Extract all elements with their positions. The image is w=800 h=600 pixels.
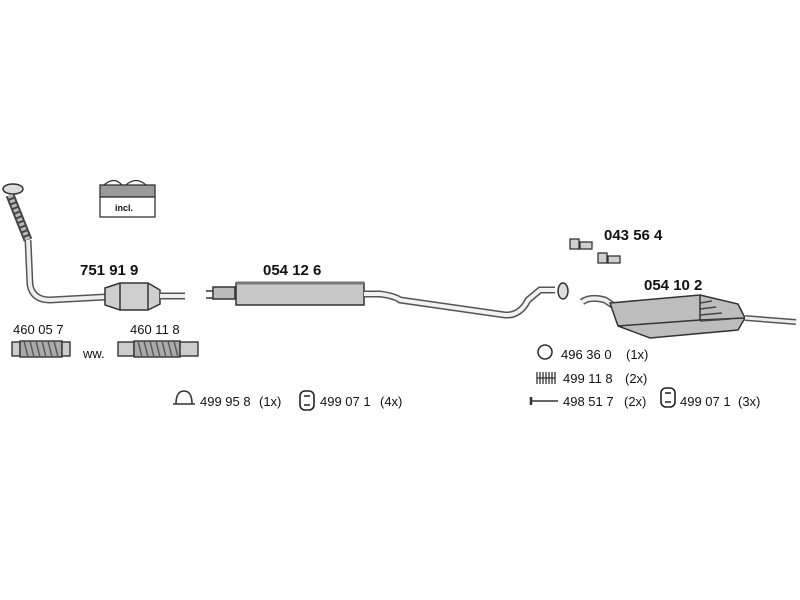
incl-label: incl.: [115, 203, 134, 213]
part-label-rear-silencer: 054 10 2: [644, 277, 703, 294]
flex-pipe-a[interactable]: [11, 340, 71, 358]
rubber-mount-icon-right: [660, 387, 676, 408]
clamp-icon: [173, 390, 195, 405]
downpipe-with-catalyst[interactable]: [2, 183, 185, 311]
hardware-rubber-left-number: 499 07 1: [320, 394, 371, 409]
hardware-spring-number: 499 11 8: [563, 371, 613, 386]
hardware-rubber-left-qty: (4x): [380, 394, 403, 409]
hardware-ring-number: 496 36 0: [561, 347, 612, 362]
part-label-bracket-set: 043 56 4: [604, 227, 663, 244]
spring-icon: [536, 372, 556, 384]
hardware-spring-qty: (2x): [625, 371, 648, 386]
hardware-bolt-qty: (2x): [624, 394, 647, 409]
hardware-rubber-right-qty: (3x): [738, 394, 761, 409]
ring-icon: [537, 344, 553, 360]
hardware-clamp-qty: (1x): [259, 394, 282, 409]
rubber-mount-icon: [299, 390, 315, 411]
rear-silencer[interactable]: [579, 294, 797, 339]
flex-pipe-b[interactable]: [117, 340, 199, 358]
part-label-downpipe: 751 91 9: [80, 262, 139, 279]
hardware-clamp-number: 499 95 8: [200, 394, 251, 409]
bolt-icon: [529, 397, 558, 405]
part-label-flex-b: 460 11 8: [130, 322, 180, 337]
flex-connector-label: ww.: [83, 346, 105, 361]
hardware-ring-qty: (1x): [626, 347, 649, 362]
hardware-rubber-right-number: 499 07 1: [680, 394, 731, 409]
hardware-bolt-number: 498 51 7: [563, 394, 614, 409]
part-label-centre-silencer: 054 12 6: [263, 262, 322, 279]
incl-parts-box: [99, 179, 156, 218]
bracket-set[interactable]: [569, 238, 621, 264]
centre-silencer[interactable]: [206, 281, 569, 319]
part-label-flex-a: 460 05 7: [13, 322, 64, 337]
